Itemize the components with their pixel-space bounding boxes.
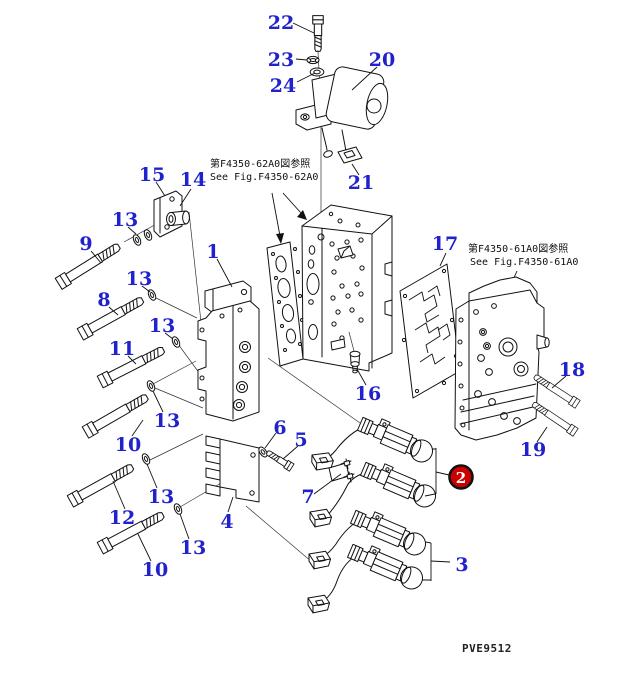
main-valve-block (301, 204, 393, 372)
callout-10-b: 10 (142, 559, 168, 581)
callout-18: 18 (559, 359, 585, 381)
gasket-plate-left (266, 241, 304, 367)
highlighted-callout-2: 2 (448, 464, 474, 490)
callout-13-e: 13 (148, 486, 174, 508)
reference-note-english: See Fig.F4350-62A0 (210, 172, 318, 183)
callout-7: 7 (301, 486, 314, 508)
callout-20: 20 (369, 49, 395, 71)
reference-note-japanese: 第F4350-61A0図参照 (468, 242, 568, 255)
harness-connector-b (307, 506, 333, 530)
washer-13-a1 (131, 233, 143, 247)
washer-13-c (170, 335, 182, 349)
highlighted-part-number: 2 (456, 469, 466, 487)
bolt-10-upper (81, 390, 151, 439)
solenoid-group-3 (305, 504, 451, 616)
reference-note-english: See Fig.F4350-61A0 (470, 257, 578, 268)
callout-15: 15 (139, 164, 165, 186)
solenoid-valve-lower (358, 456, 441, 511)
callout-23: 23 (268, 49, 294, 71)
callout-16: 16 (355, 383, 381, 405)
solenoid-group-2 (307, 411, 450, 530)
washer-13-a2 (142, 228, 154, 242)
callout-1: 1 (206, 241, 219, 263)
callout-6: 6 (273, 417, 286, 439)
bolt-5 (264, 448, 295, 472)
plug-16 (348, 331, 361, 374)
callout-13-c: 13 (149, 315, 175, 337)
harness-clamp-7 (328, 458, 355, 483)
reference-note-61A0: 第F4350-61A0図参照 See Fig.F4350-61A0 (468, 242, 578, 268)
bolt-8 (76, 293, 147, 341)
callout-13-d: 13 (154, 410, 180, 432)
callout-5: 5 (294, 429, 307, 451)
bracket-4 (205, 435, 260, 503)
manifold-block-1 (197, 280, 260, 422)
bolt-12 (66, 460, 137, 508)
callout-13-b: 13 (126, 268, 152, 290)
callout-17: 17 (432, 233, 458, 255)
leader-lines (90, 22, 567, 562)
callout-13-f: 13 (180, 537, 206, 559)
callout-22: 22 (268, 12, 294, 34)
solenoid-valve-upper (355, 411, 438, 466)
callout-11: 11 (109, 338, 135, 360)
callout-9: 9 (79, 233, 92, 255)
callout-21: 21 (348, 172, 374, 194)
callout-8: 8 (97, 289, 110, 311)
gasket-plate-17 (399, 263, 461, 399)
part-callouts: 22 23 24 20 21 15 14 13 9 13 8 13 11 1 1… (79, 12, 585, 581)
callout-24: 24 (270, 75, 296, 97)
right-valve-body (454, 276, 550, 441)
reference-note-62A0: 第F4350-62A0図参照 See Fig.F4350-62A0 (210, 157, 318, 183)
callout-13-a: 13 (112, 209, 138, 231)
bushing-14 (166, 210, 190, 226)
callout-14: 14 (180, 169, 206, 191)
callout-12: 12 (109, 507, 135, 529)
wire-connector-21 (337, 146, 363, 164)
callout-10-a: 10 (115, 434, 141, 456)
reference-note-japanese: 第F4350-62A0図参照 (210, 157, 310, 170)
plate-code: PVE9512 (462, 642, 512, 655)
callout-19: 19 (520, 439, 546, 461)
lock-washer-23 (306, 55, 320, 65)
solenoid-valve-20 (295, 66, 389, 158)
mounting-bolt-22 (312, 15, 324, 52)
washer-13-f (172, 502, 184, 516)
washer-13-d (145, 379, 157, 393)
callout-4: 4 (220, 511, 233, 533)
washer-13-e (140, 452, 152, 466)
harness-connector-d (305, 592, 331, 616)
callout-3: 3 (455, 554, 468, 576)
